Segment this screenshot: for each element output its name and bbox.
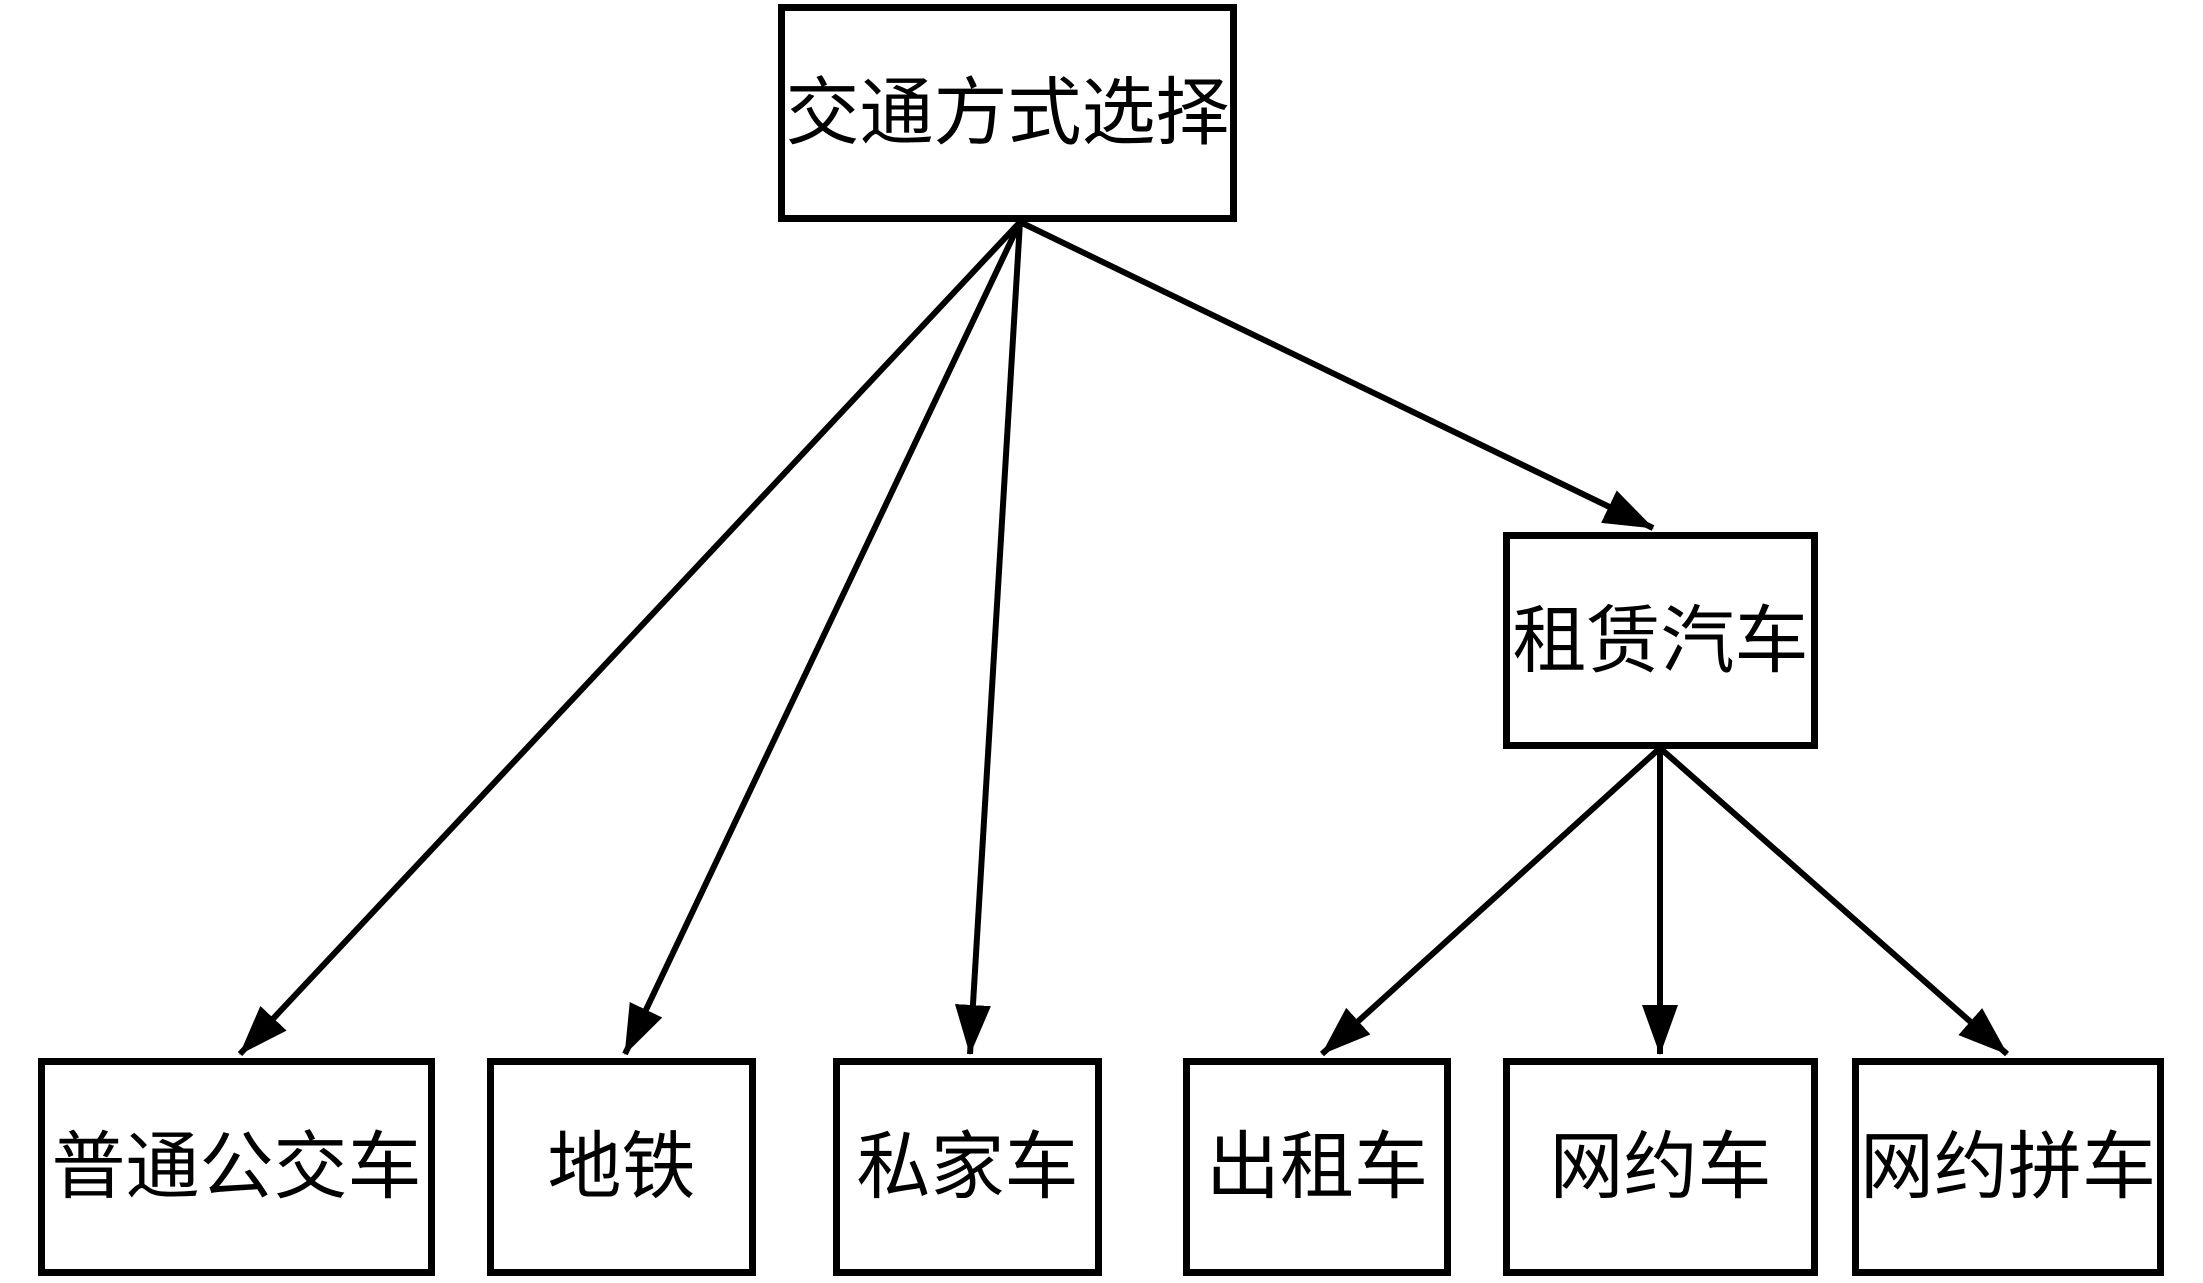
edge-root-rental-car (1018, 219, 1655, 531)
node-subway-label: 地铁 (547, 1124, 696, 1210)
node-transport-mode-selection: 交通方式选择 (778, 4, 1237, 222)
edge-root-subway (622, 220, 1023, 1056)
node-public-bus-label: 普通公交车 (51, 1124, 422, 1210)
edge-rental-taxi (1319, 745, 1663, 1057)
node-taxi: 出租车 (1183, 1058, 1451, 1276)
node-transport-mode-selection-label: 交通方式选择 (785, 70, 1230, 156)
node-ride-hailing-label: 网约车 (1549, 1124, 1772, 1210)
node-taxi-label: 出租车 (1206, 1124, 1428, 1210)
node-private-car: 私家车 (833, 1058, 1102, 1276)
node-ride-hailing-carpool-label: 网约拼车 (1860, 1124, 2156, 1210)
node-public-bus: 普通公交车 (38, 1058, 435, 1276)
edge-root-public-bus (237, 219, 1023, 1057)
edge-rental-carpool (1658, 745, 2009, 1057)
node-ride-hailing-carpool: 网约拼车 (1852, 1058, 2164, 1276)
node-rental-car-label: 租赁汽车 (1512, 597, 1809, 684)
node-private-car-label: 私家车 (856, 1124, 1079, 1210)
node-subway: 地铁 (487, 1058, 756, 1276)
edge-root-private-car (954, 221, 1023, 1055)
node-rental-car: 租赁汽车 (1503, 532, 1818, 749)
node-ride-hailing: 网约车 (1503, 1058, 1818, 1276)
